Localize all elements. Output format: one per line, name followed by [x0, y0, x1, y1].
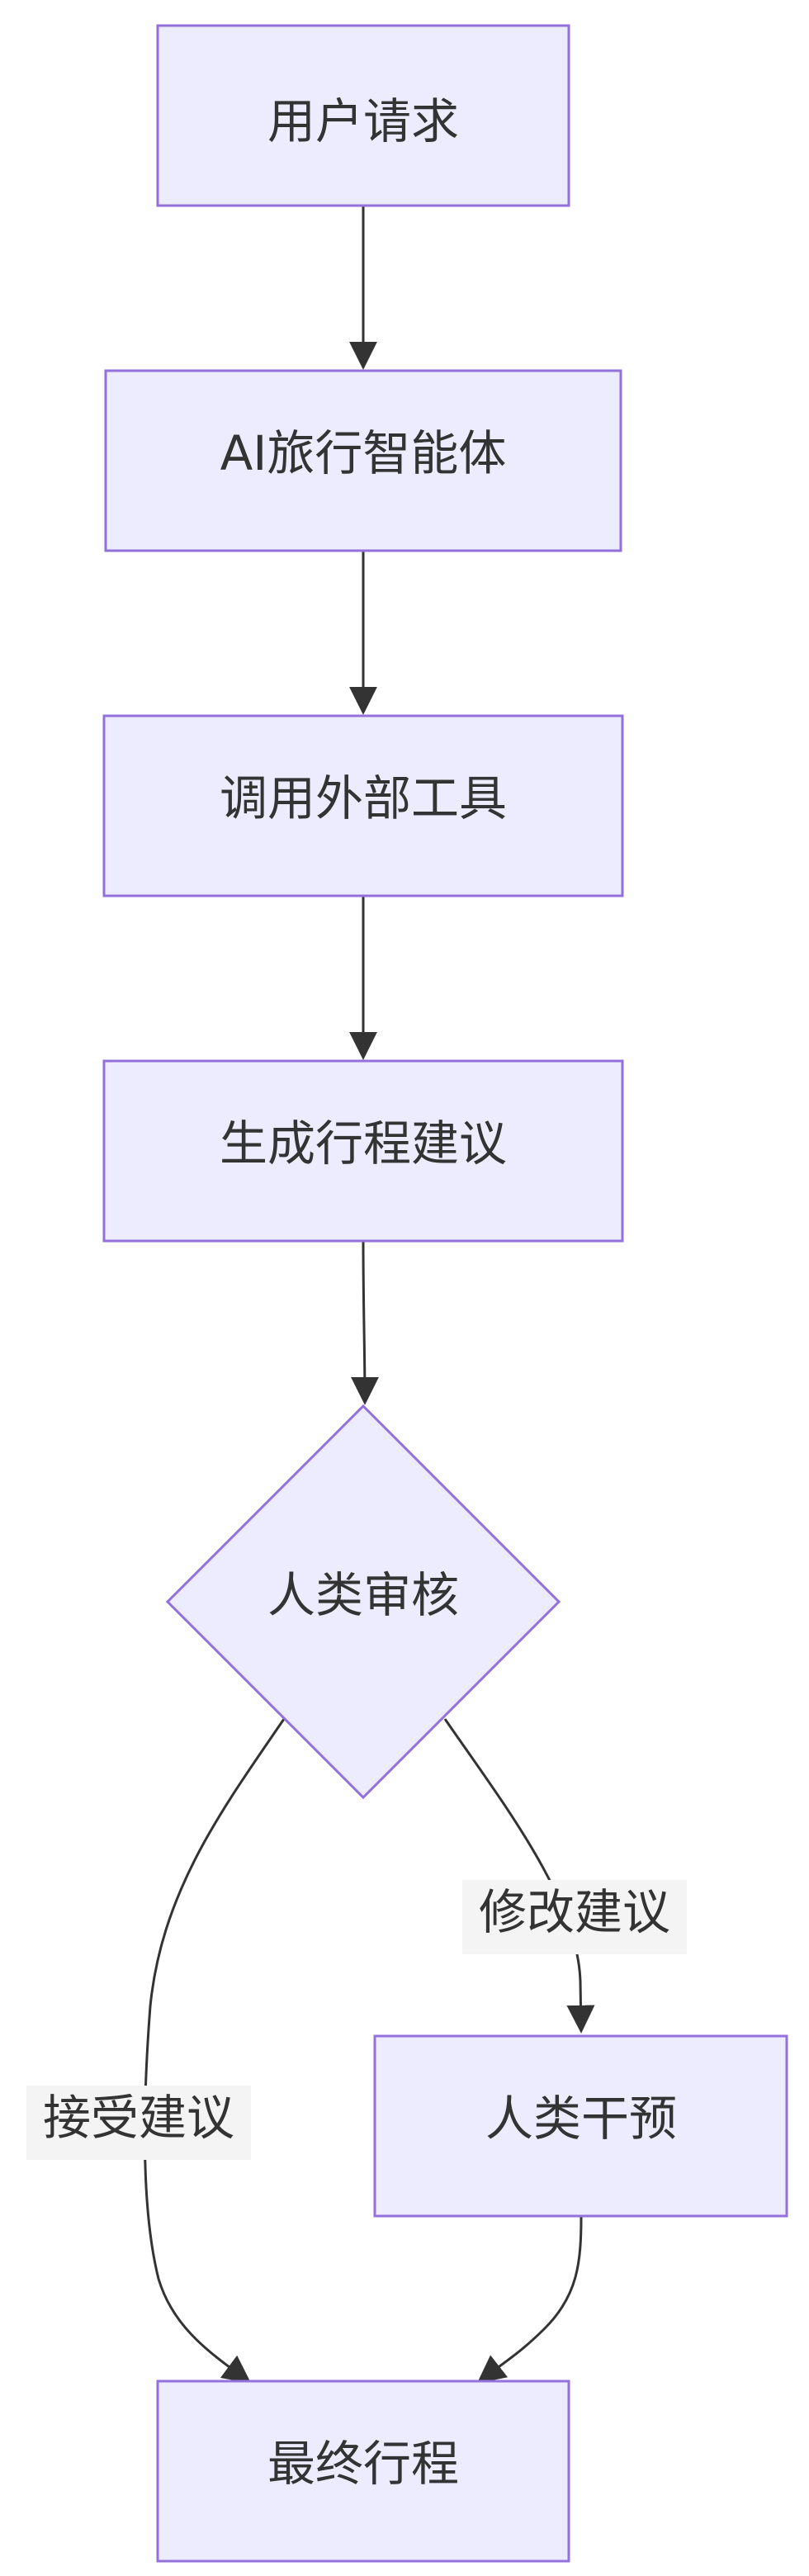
node-user-request: 用户请求 [156, 24, 570, 207]
node-human-intervention: 人类干预 [373, 2034, 788, 2218]
edge-label-accept-text: 接受建议 [43, 2090, 234, 2146]
edge-label-accept-bg [26, 2086, 251, 2160]
edge-label-modify: 修改建议 [462, 1880, 687, 1954]
node-human-intervention-label: 人类干预 [485, 2091, 677, 2147]
edge-generate-to-review [350, 1240, 379, 1405]
node-external-tools-box [102, 714, 624, 897]
edge-label-accept: 接受建议 [26, 2086, 251, 2160]
edge-label-modify-bg [462, 1880, 687, 1954]
node-external-tools: 调用外部工具 [102, 714, 624, 897]
node-human-review-diamond [165, 1404, 561, 1800]
node-generate-itinerary-box [102, 1059, 624, 1243]
node-final-itinerary-label: 最终行程 [267, 2436, 459, 2492]
node-ai-agent-label: AI旅行智能体 [220, 425, 507, 481]
edge-intervention-to-final [476, 2215, 583, 2384]
node-final-itinerary: 最终行程 [156, 2379, 570, 2563]
node-final-itinerary-box [156, 2379, 570, 2563]
node-ai-agent-box [104, 369, 622, 552]
edge-label-modify-text: 修改建议 [479, 1884, 670, 1940]
node-generate-itinerary: 生成行程建议 [102, 1059, 624, 1243]
node-human-review-label: 人类审核 [267, 1567, 459, 1623]
node-generate-itinerary-label: 生成行程建议 [220, 1115, 507, 1172]
edge-review-to-intervention [443, 1718, 595, 2034]
node-human-intervention-box [373, 2034, 788, 2218]
node-external-tools-label: 调用外部工具 [220, 770, 507, 826]
node-user-request-label: 用户请求 [267, 93, 459, 149]
node-user-request-box [156, 24, 570, 207]
edge-review-to-final [143, 1718, 286, 2384]
node-human-review: 人类审核 [165, 1404, 561, 1800]
node-ai-agent: AI旅行智能体 [104, 369, 622, 552]
